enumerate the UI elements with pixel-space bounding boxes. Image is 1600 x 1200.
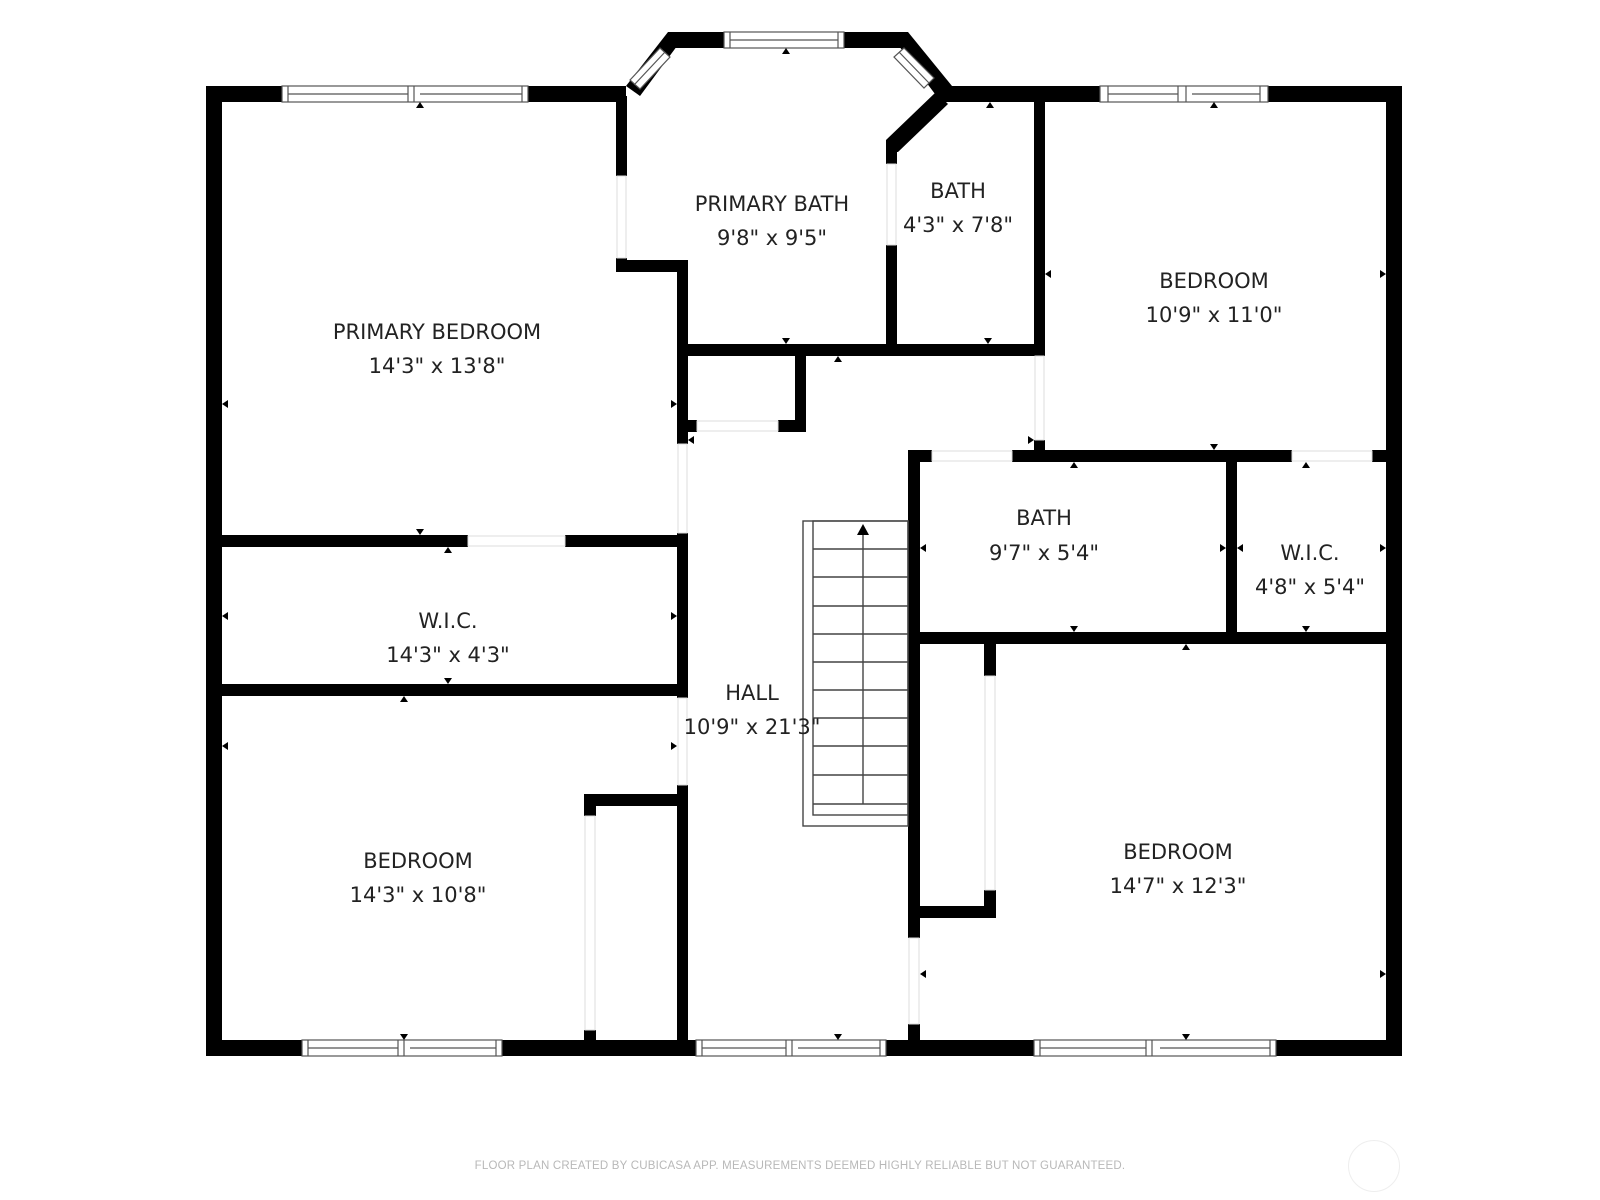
room-label-bath-mid: BATH 9'7" x 5'4" [989,506,1099,565]
room-label-wic-east: W.I.C. 4'8" x 5'4" [1255,541,1365,599]
door-openings [467,163,1373,1031]
stairs-up-arrow-icon [857,524,869,535]
room-size: 9'8" x 9'5" [717,226,827,250]
room-size: 4'8" x 5'4" [1255,575,1365,599]
room-size: 9'7" x 5'4" [989,541,1099,565]
interior-walls [216,92,1392,1048]
room-size: 14'3" x 13'8" [369,354,506,378]
room-name: BATH [1016,506,1072,530]
watermark-circle-icon [1348,1140,1400,1192]
room-size: 10'9" x 21'3" [684,715,821,739]
room-label-bedroom-se: BEDROOM 14'7" x 12'3" [1110,840,1247,898]
room-name: W.I.C. [1280,541,1339,565]
room-name: BEDROOM [1159,269,1269,293]
room-label-primary-bedroom: PRIMARY BEDROOM 14'3" x 13'8" [333,320,541,378]
windows [281,31,1277,1057]
room-size: 10'9" x 11'0" [1146,303,1283,327]
room-size: 4'3" x 7'8" [903,213,1013,237]
room-name: PRIMARY BATH [695,192,849,216]
room-size: 14'3" x 4'3" [386,643,509,667]
room-size: 14'3" x 10'8" [350,883,487,907]
disclaimer-text: FLOOR PLAN CREATED BY CUBICASA APP. MEAS… [474,1160,1126,1172]
stairs [802,520,909,827]
room-size: 14'7" x 12'3" [1110,874,1247,898]
room-name: W.I.C. [418,609,477,633]
room-label-hall: HALL 10'9" x 21'3" [684,681,821,739]
room-name: PRIMARY BEDROOM [333,320,541,344]
room-name: HALL [725,681,779,705]
measurement-markers [222,48,1386,1040]
room-name: BATH [930,179,986,203]
room-label-wic-west: W.I.C. 14'3" x 4'3" [386,609,509,667]
room-label-bedroom-ne: BEDROOM 10'9" x 11'0" [1146,269,1283,327]
room-label-primary-bath: PRIMARY BATH 9'8" x 9'5" [695,192,849,250]
room-name: BEDROOM [363,849,473,873]
room-label-bedroom-sw: BEDROOM 14'3" x 10'8" [350,849,487,907]
room-label-bath-upper: BATH 4'3" x 7'8" [903,179,1013,237]
room-name: BEDROOM [1123,840,1233,864]
